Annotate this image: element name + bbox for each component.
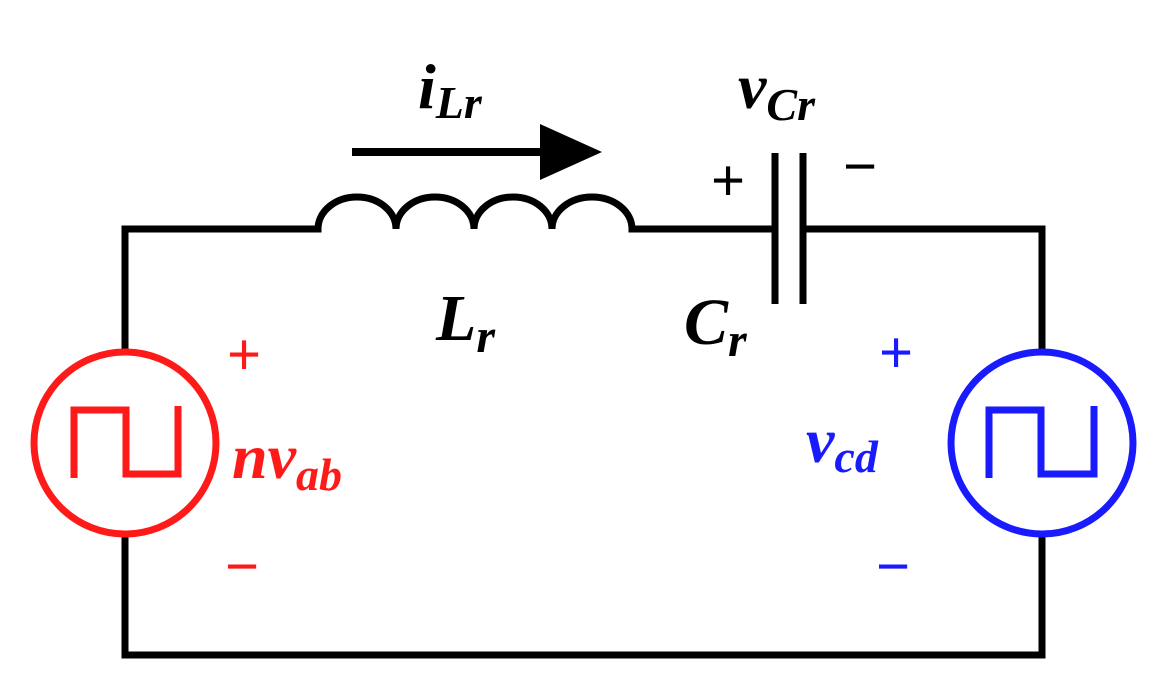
wire-bottom bbox=[121, 533, 1046, 659]
capacitor-voltage-minus: − bbox=[843, 134, 877, 199]
source-left bbox=[30, 348, 220, 538]
capacitor-label: Cr bbox=[684, 286, 748, 367]
capacitor-voltage-plus: + bbox=[711, 148, 745, 213]
source-right bbox=[947, 348, 1137, 538]
arrow-right-icon bbox=[352, 124, 602, 180]
inductor-label: Lr bbox=[435, 282, 496, 363]
wires bbox=[121, 225, 1046, 659]
square-wave-source-icon bbox=[985, 406, 1098, 478]
source-left-plus: + bbox=[227, 322, 261, 387]
capacitor bbox=[771, 153, 807, 304]
source-right-plus: + bbox=[879, 320, 913, 385]
wire-capacitor-right bbox=[801, 225, 1046, 354]
source-left-label: nvab bbox=[232, 421, 342, 500]
current-label: iLr bbox=[418, 51, 483, 128]
source-right-label: vcd bbox=[806, 405, 879, 482]
source-right-minus: − bbox=[876, 534, 910, 599]
inductor bbox=[314, 193, 636, 230]
wire-left-upper bbox=[121, 225, 322, 354]
square-wave-source-icon bbox=[70, 406, 182, 478]
capacitor-voltage-label: vCr bbox=[738, 51, 816, 130]
source-left-minus: − bbox=[225, 534, 259, 599]
